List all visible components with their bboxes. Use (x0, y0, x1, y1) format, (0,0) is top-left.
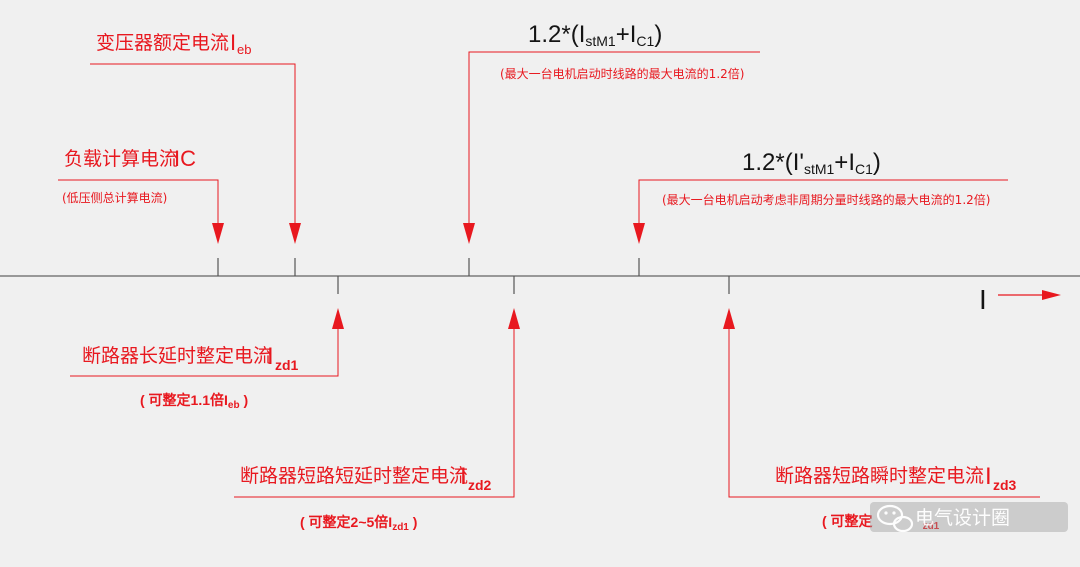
leader-izd1 (70, 308, 344, 377)
st1-formula: 1.2*(IstM1+IC1) (528, 21, 662, 49)
leader-ic (58, 179, 224, 244)
watermark: 电气设计圈 (870, 502, 1068, 533)
leader-izd3 (723, 308, 1040, 498)
axis-arrow-head (1042, 290, 1061, 300)
leader-st2 (633, 179, 1008, 244)
ic-note: (低压侧总计算电流) (62, 190, 167, 205)
izd2-note: ( 可整定2~5倍Izd1 ) (300, 514, 417, 533)
izd1-subscript: zd1 (275, 357, 299, 373)
izd3-label: 断路器短路瞬时整定电流 (775, 465, 984, 487)
st1-note: (最大一台电机启动时线路的最大电流的1.2倍) (500, 66, 744, 81)
izd1-note: ( 可整定1.1倍Ieb ) (140, 392, 248, 411)
leader-ieb (90, 63, 301, 244)
ieb-label: 变压器额定电流 (96, 32, 229, 54)
ic-symbol: IC (174, 146, 196, 171)
izd1-symbol: I (267, 343, 274, 370)
st2-note: (最大一台电机启动考虑非周期分量时线路的最大电流的1.2倍) (662, 192, 990, 207)
izd2-subscript: zd2 (468, 477, 492, 493)
leader-st1 (463, 51, 760, 244)
izd1-label: 断路器长延时整定电流 (82, 345, 272, 367)
izd3-symbol: I (985, 463, 992, 490)
ieb-subscript: eb (237, 42, 251, 57)
ic-label: 负载计算电流 (64, 148, 178, 170)
izd3-subscript: zd3 (993, 477, 1017, 493)
st2-formula: 1.2*(I'stM1+IC1) (742, 149, 881, 177)
ieb-symbol: I (230, 30, 236, 55)
wechat-icon (876, 504, 914, 533)
watermark-text: 电气设计圈 (915, 507, 1010, 529)
axis-label: I (979, 284, 987, 315)
leader-izd2 (234, 308, 520, 498)
izd2-label: 断路器短路短延时整定电流 (240, 465, 468, 487)
izd2-symbol: I (460, 463, 467, 490)
